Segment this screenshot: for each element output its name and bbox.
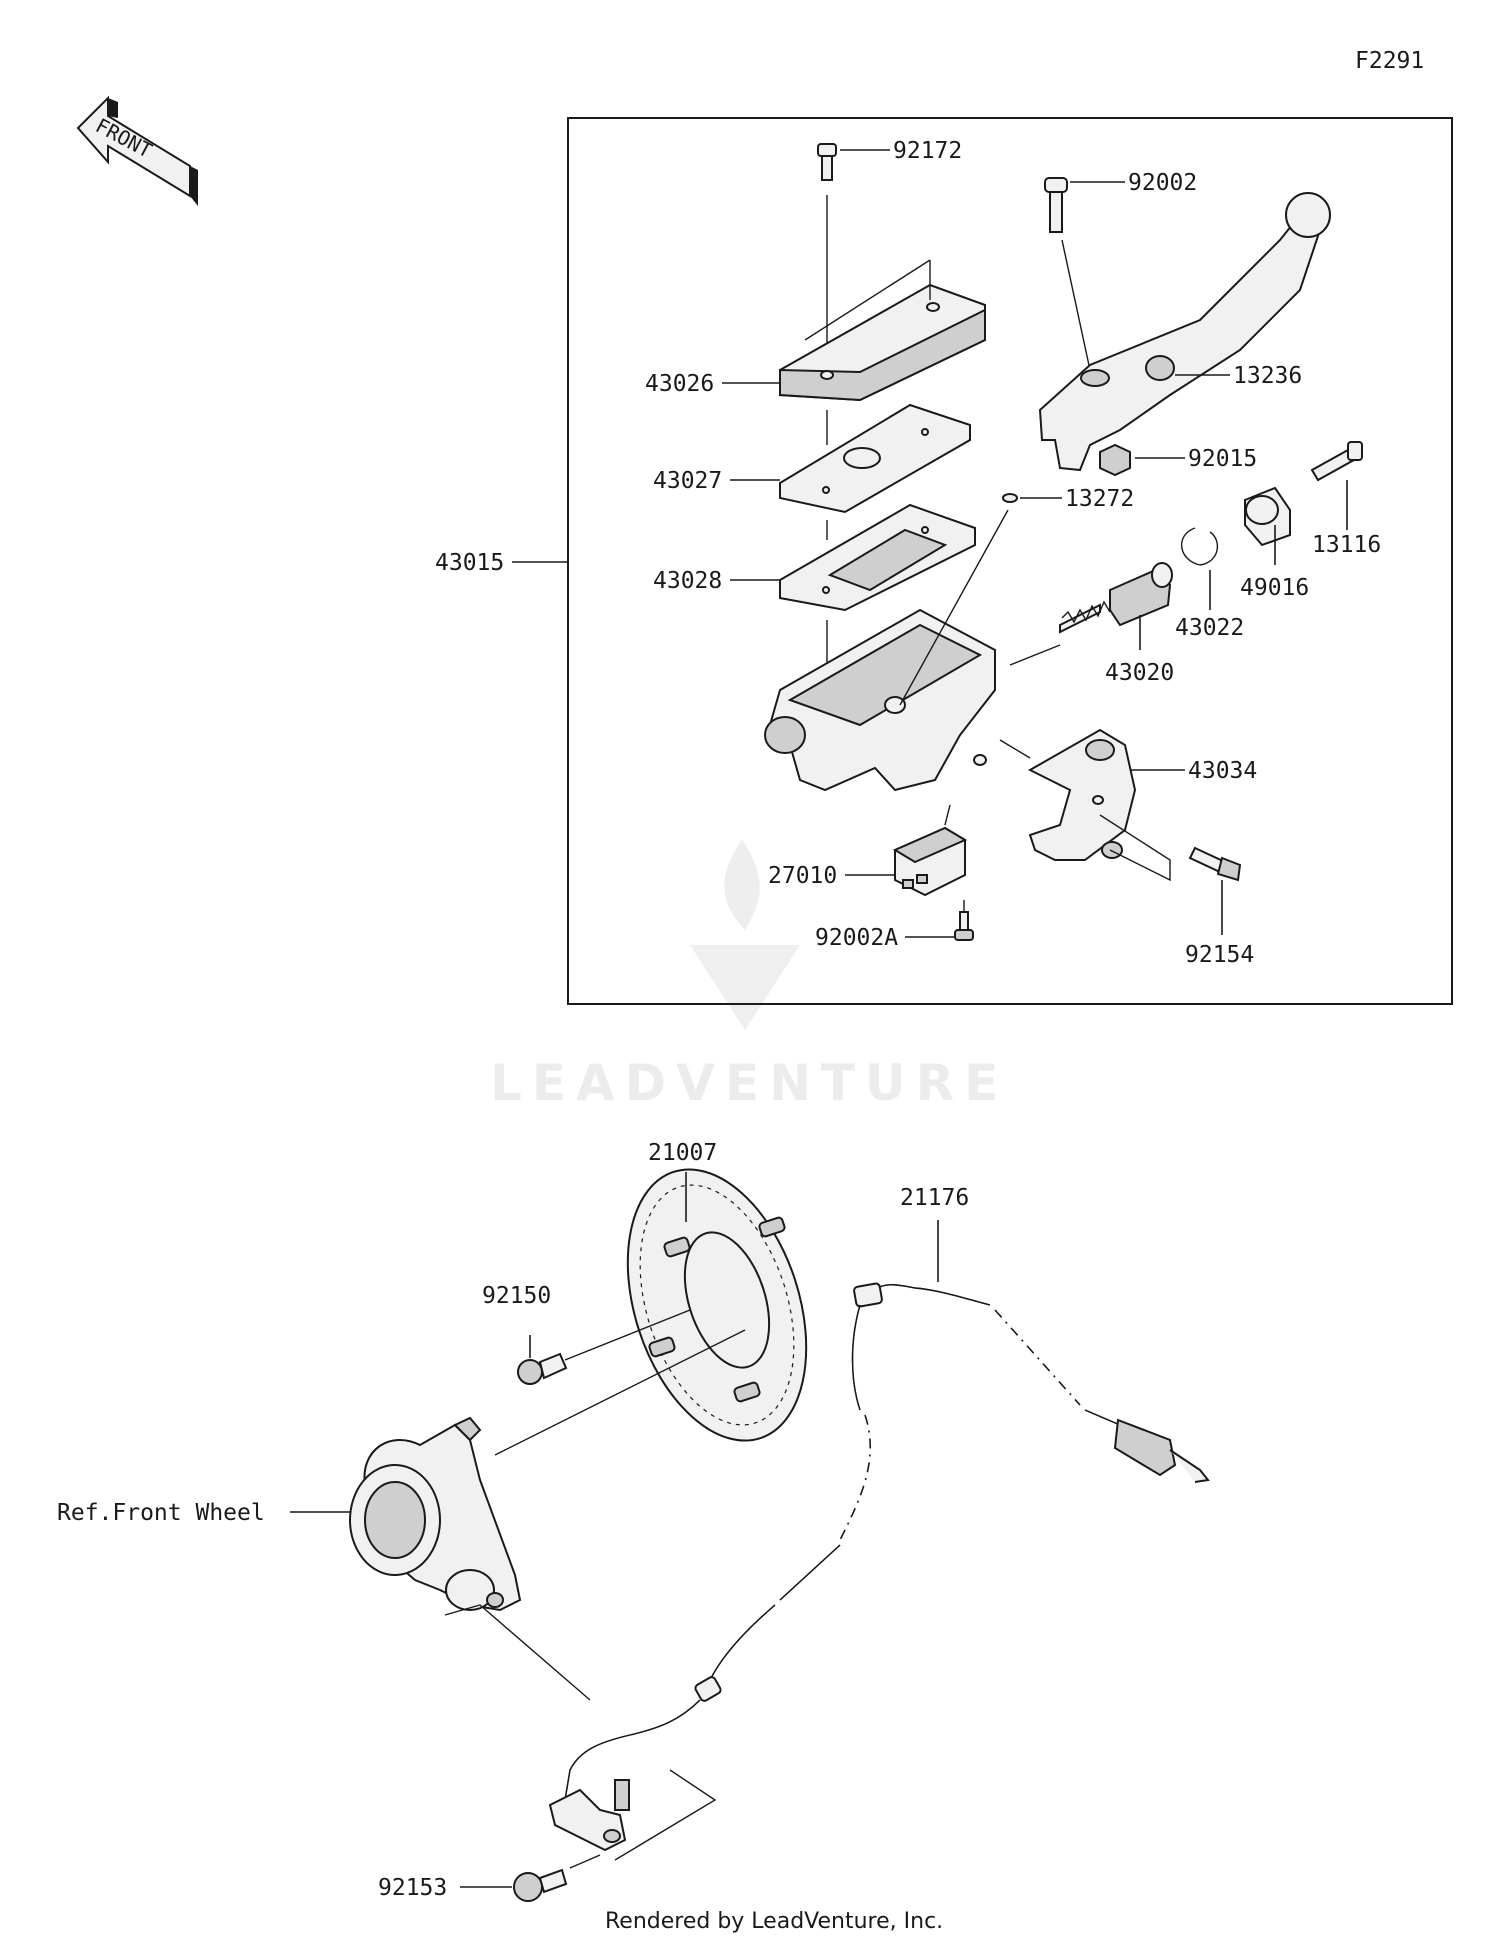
assembly-box (567, 117, 1453, 1005)
part-label-21176: 21176 (900, 1185, 969, 1211)
boot-49016 (1244, 486, 1291, 547)
footer-credit: Rendered by LeadVenture, Inc. (605, 1909, 943, 1934)
circlip-43022 (1180, 527, 1219, 566)
part-label-92002A: 92002A (815, 925, 898, 951)
part-label-92015: 92015 (1188, 446, 1257, 472)
watermark-logo: LEADVENTURE (490, 840, 1008, 1112)
part-label-92154: 92154 (1185, 942, 1254, 968)
clamp-43034 (1027, 728, 1137, 861)
sensor-rotor-21007 (626, 1168, 808, 1442)
nut-92015 (1099, 443, 1131, 477)
reservoir-cap-43026 (779, 283, 986, 402)
part-label-13116: 13116 (1312, 532, 1381, 558)
clip-13272 (1002, 493, 1018, 503)
screw-92172 (817, 143, 837, 181)
part-label-27010: 27010 (768, 863, 837, 889)
bolt-92154 (1188, 846, 1242, 882)
brake-lever-13236 (1038, 192, 1331, 472)
master-cylinder-body (764, 608, 996, 792)
part-label-43026: 43026 (645, 371, 714, 397)
diagram-code: F2291 (1355, 48, 1424, 74)
part-label-43015: 43015 (435, 550, 504, 576)
part-label-43027: 43027 (653, 468, 722, 494)
front-wheel-hub (349, 1416, 522, 1612)
part-label-43020: 43020 (1105, 660, 1174, 686)
part-label-49016: 49016 (1240, 575, 1309, 601)
piston-43020 (1059, 562, 1173, 634)
screw-92150 (517, 1352, 568, 1385)
ref-front-wheel-label: Ref.Front Wheel (57, 1500, 265, 1526)
pin-13116 (1310, 441, 1363, 482)
part-label-92172: 92172 (893, 138, 962, 164)
part-label-13236: 13236 (1233, 363, 1302, 389)
part-label-43034: 43034 (1188, 758, 1257, 784)
abs-sensor-cable-21176 (548, 1282, 1210, 1852)
part-label-13272: 13272 (1065, 486, 1134, 512)
plate-43027 (779, 403, 971, 514)
pivot-bolt-92002 (1044, 177, 1068, 233)
bolt-92153 (513, 1868, 568, 1902)
front-arrow-icon: FRONT (76, 95, 198, 206)
watermark-text: LEADVENTURE (490, 1054, 1008, 1112)
part-label-92153: 92153 (378, 1875, 447, 1901)
switch-27010 (892, 826, 968, 897)
part-label-92150: 92150 (482, 1283, 551, 1309)
diaphragm-43028 (779, 503, 976, 612)
part-label-43022: 43022 (1175, 615, 1244, 641)
part-label-43028: 43028 (653, 568, 722, 594)
screw-92002A (954, 911, 974, 941)
part-label-92002: 92002 (1128, 170, 1197, 196)
part-label-21007: 21007 (648, 1140, 717, 1166)
